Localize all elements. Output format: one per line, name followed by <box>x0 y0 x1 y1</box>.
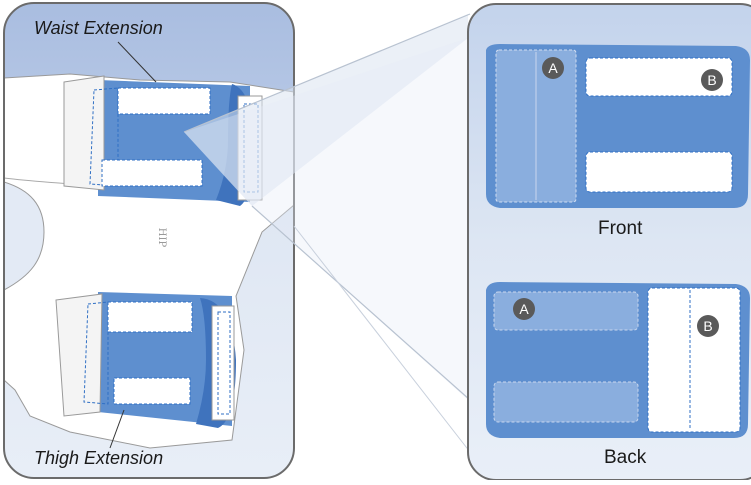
hip-label: HIP <box>156 227 168 248</box>
front-label: Front <box>598 218 643 239</box>
left-panel <box>3 2 295 479</box>
waist-velcro-bottom <box>101 159 203 187</box>
back-badge-a: A <box>513 298 535 320</box>
front-badge-b: B <box>701 69 723 91</box>
thigh-velcro-bottom <box>113 377 191 405</box>
waist-leader-line <box>117 41 157 83</box>
waist-velcro-top <box>117 87 211 115</box>
back-hook-strip-bottom <box>493 381 639 423</box>
left-panel-border <box>3 2 295 479</box>
thigh-leader-line <box>109 409 125 449</box>
thigh-velcro-top <box>107 301 193 333</box>
right-panel <box>467 3 751 481</box>
thigh-extension-label: Thigh Extension <box>34 448 164 468</box>
front-velcro-b <box>585 57 733 97</box>
thigh-extension <box>55 292 236 428</box>
waist-extension-label: Waist Extension <box>34 18 163 38</box>
front-velcro-bottom <box>585 151 733 193</box>
garment-cutout <box>4 181 45 291</box>
front-badge-a: A <box>542 57 564 79</box>
waist-tab-left <box>63 75 105 191</box>
zoom-callout <box>183 13 471 453</box>
back-badge-b: B <box>697 315 719 337</box>
back-label: Back <box>604 447 647 468</box>
thigh-tab-left <box>55 293 103 417</box>
front-view <box>486 44 750 208</box>
back-velcro-b <box>647 287 741 433</box>
